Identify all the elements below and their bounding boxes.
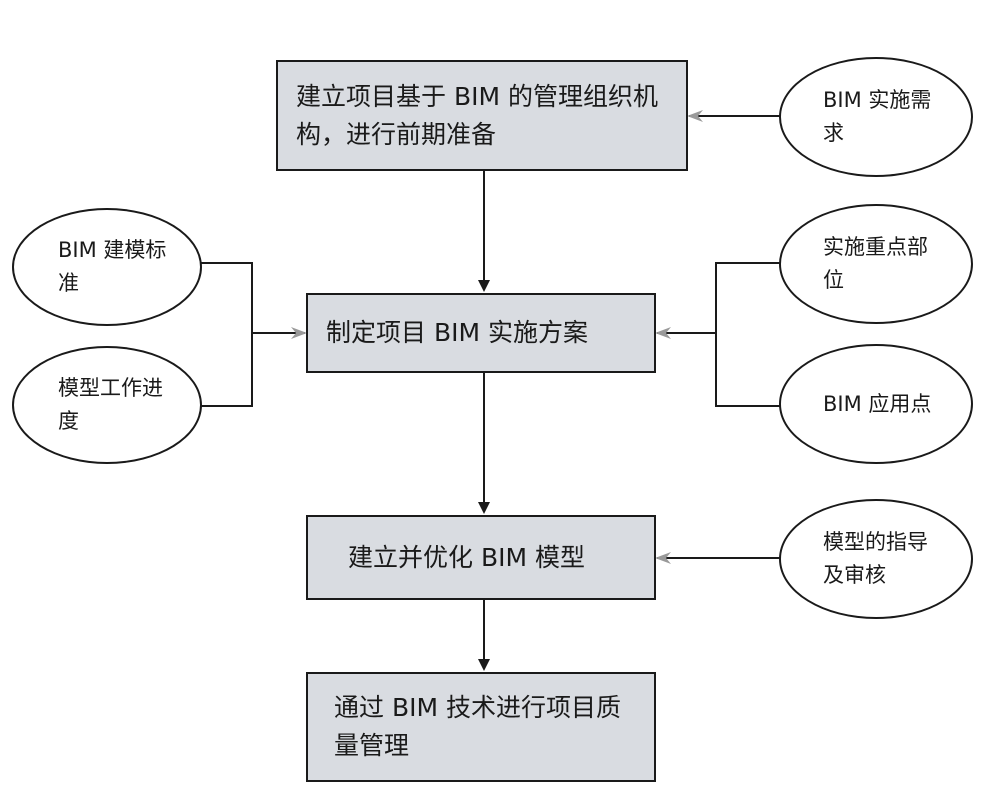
process-box-implementation-plan-text: 制定项目 BIM 实施方案 <box>326 318 588 347</box>
process-box-setup-organization: 建立项目基于 BIM 的管理组织机构，进行前期准备 <box>276 60 688 171</box>
input-ellipse-model-progress: 模型工作进度 <box>12 346 202 464</box>
input-ellipse-key-locations: 实施重点部位 <box>779 204 973 324</box>
input-ellipse-bim-requirements: BIM 实施需求 <box>779 57 973 177</box>
process-box-setup-organization-text: 建立项目基于 BIM 的管理组织机构，进行前期准备 <box>296 81 658 149</box>
process-box-implementation-plan: 制定项目 BIM 实施方案 <box>306 293 656 373</box>
process-box-quality-management: 通过 BIM 技术进行项目质量管理 <box>306 672 656 782</box>
input-ellipse-model-progress-text: 模型工作进度 <box>58 376 163 433</box>
input-ellipse-bim-application-points-text: BIM 应用点 <box>823 391 932 416</box>
input-ellipse-model-guidance-review: 模型的指导及审核 <box>779 499 973 619</box>
process-box-quality-management-text: 通过 BIM 技术进行项目质量管理 <box>334 693 621 760</box>
input-ellipse-model-guidance-review-text: 模型的指导及审核 <box>823 530 928 587</box>
process-box-build-model-text: 建立并优化 BIM 模型 <box>348 542 585 572</box>
bracket-left <box>201 262 253 407</box>
input-ellipse-modeling-standard-text: BIM 建模标准 <box>58 238 167 295</box>
process-box-build-model: 建立并优化 BIM 模型 <box>306 515 656 600</box>
input-ellipse-bim-requirements-text: BIM 实施需求 <box>823 88 932 145</box>
bracket-right <box>715 262 780 407</box>
input-ellipse-key-locations-text: 实施重点部位 <box>823 235 928 292</box>
input-ellipse-modeling-standard: BIM 建模标准 <box>12 208 202 326</box>
input-ellipse-bim-application-points: BIM 应用点 <box>779 344 973 464</box>
